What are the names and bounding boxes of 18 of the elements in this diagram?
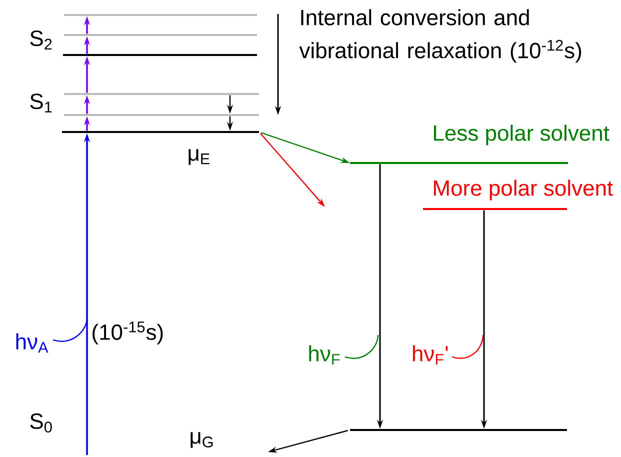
text-label: Internal conversion and vibrational relaxation (10$^{-12}$s) (299, 9, 582, 63)
text-label: S$_{0}$ (30, 413, 52, 433)
text-label: (10$^{-15}$s) (92, 322, 163, 344)
level-label: Less polar solvent (434, 124, 610, 146)
edge-label: hν$_{A}$ (16, 333, 48, 353)
edge-label: hν$_{F}$ (309, 345, 340, 365)
energy-level-line (64, 93, 259, 95)
text-label: S$_{2}$ (30, 30, 52, 50)
energy-level-line (423, 208, 567, 210)
energy-level-line (63, 54, 257, 56)
text-label: μ$_{E}$ (188, 149, 210, 165)
text-label: S$_{1}$ (30, 94, 52, 112)
energy-level-line (64, 14, 257, 16)
energy-level-line (64, 34, 257, 36)
level-label: More polar solvent (434, 180, 613, 200)
edge-label: hν$_{F}$' (412, 345, 448, 365)
energy-level-line (64, 114, 259, 116)
text-label: μ$_{G}$ (190, 432, 213, 448)
